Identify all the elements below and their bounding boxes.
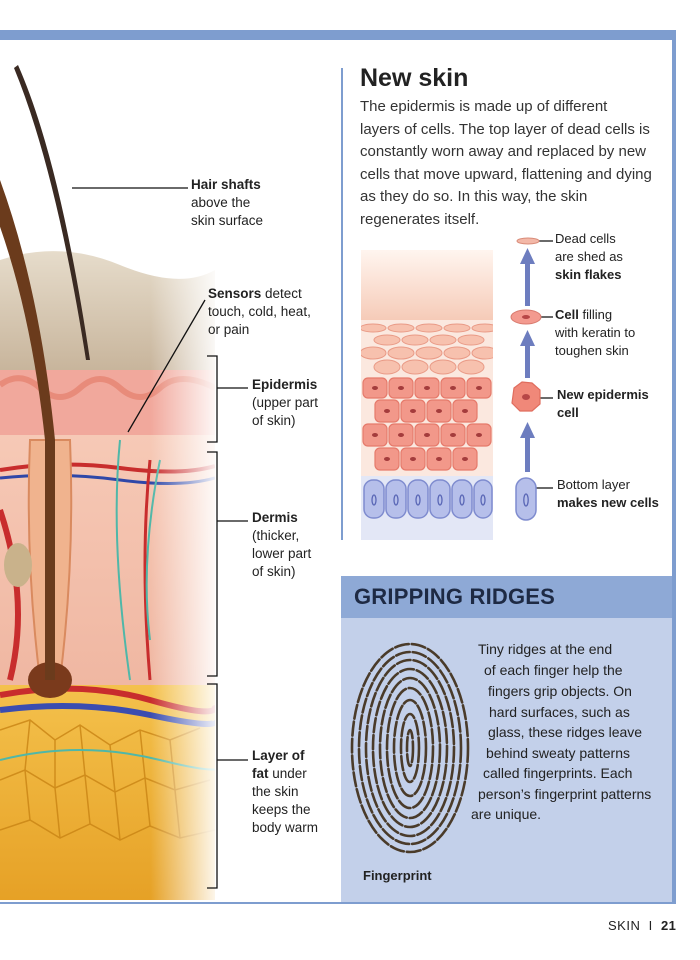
label-fat-layer: Layer of fat under the skin keeps the bo… [252, 748, 319, 835]
gripping-ridges-header [341, 576, 672, 618]
caption-keratin-cell: Cell filling with keratin to toughen ski… [555, 307, 636, 358]
page-footer: SKIN I 21 [608, 918, 676, 933]
right-accent-bar [672, 30, 676, 904]
gripping-text-line-1: Tiny ridges at the end [478, 641, 613, 657]
fingerprint-image [350, 642, 470, 854]
section-divider [341, 68, 343, 540]
fingerprint-caption: Fingerprint [363, 868, 432, 883]
gripping-text-line-7: called fingerprints. Each [483, 765, 633, 781]
caption-bottom-layer: Bottom layer makes new cells [557, 477, 659, 510]
gripping-ridges-title: GRIPPING RIDGES [354, 584, 556, 609]
caption-new-epidermis-cell: New epidermis cell [557, 387, 649, 420]
cell-stage-sequence [510, 237, 542, 521]
gripping-text-line-5: glass, these ridges leave [488, 724, 643, 740]
bottom-accent-line [0, 902, 676, 904]
label-sensors: Sensors detect touch, cold, heat, or pai… [208, 286, 311, 337]
gripping-text-line-9: are unique. [471, 806, 542, 822]
top-accent-bar [0, 30, 676, 40]
label-dermis: Dermis (thicker, lower part of skin) [252, 510, 312, 579]
label-hair-shafts: Hair shafts above the skin surface [191, 177, 264, 228]
gripping-text-line-6: behind sweaty patterns [486, 745, 630, 761]
epidermis-cell-layers-illustration [361, 250, 493, 540]
gripping-text-line-4: hard surfaces, such as [489, 704, 630, 720]
new-skin-paragraph: The epidermis is made up of different la… [360, 98, 652, 228]
gripping-text-line-3: fingers grip objects. On [488, 683, 632, 699]
footer-section: SKIN [608, 918, 641, 933]
footer-separator: I [648, 918, 653, 933]
skin-cross-section-illustration [0, 40, 215, 900]
label-epidermis: Epidermis (upper part of skin) [252, 377, 319, 428]
gripping-text-line-8: person’s fingerprint patterns [478, 786, 652, 802]
new-skin-title: New skin [360, 64, 469, 92]
caption-dead-cells: Dead cells are shed as skin flakes [555, 231, 623, 282]
page-number: 21 [660, 918, 677, 933]
gripping-text-line-2: of each finger help the [484, 662, 623, 678]
